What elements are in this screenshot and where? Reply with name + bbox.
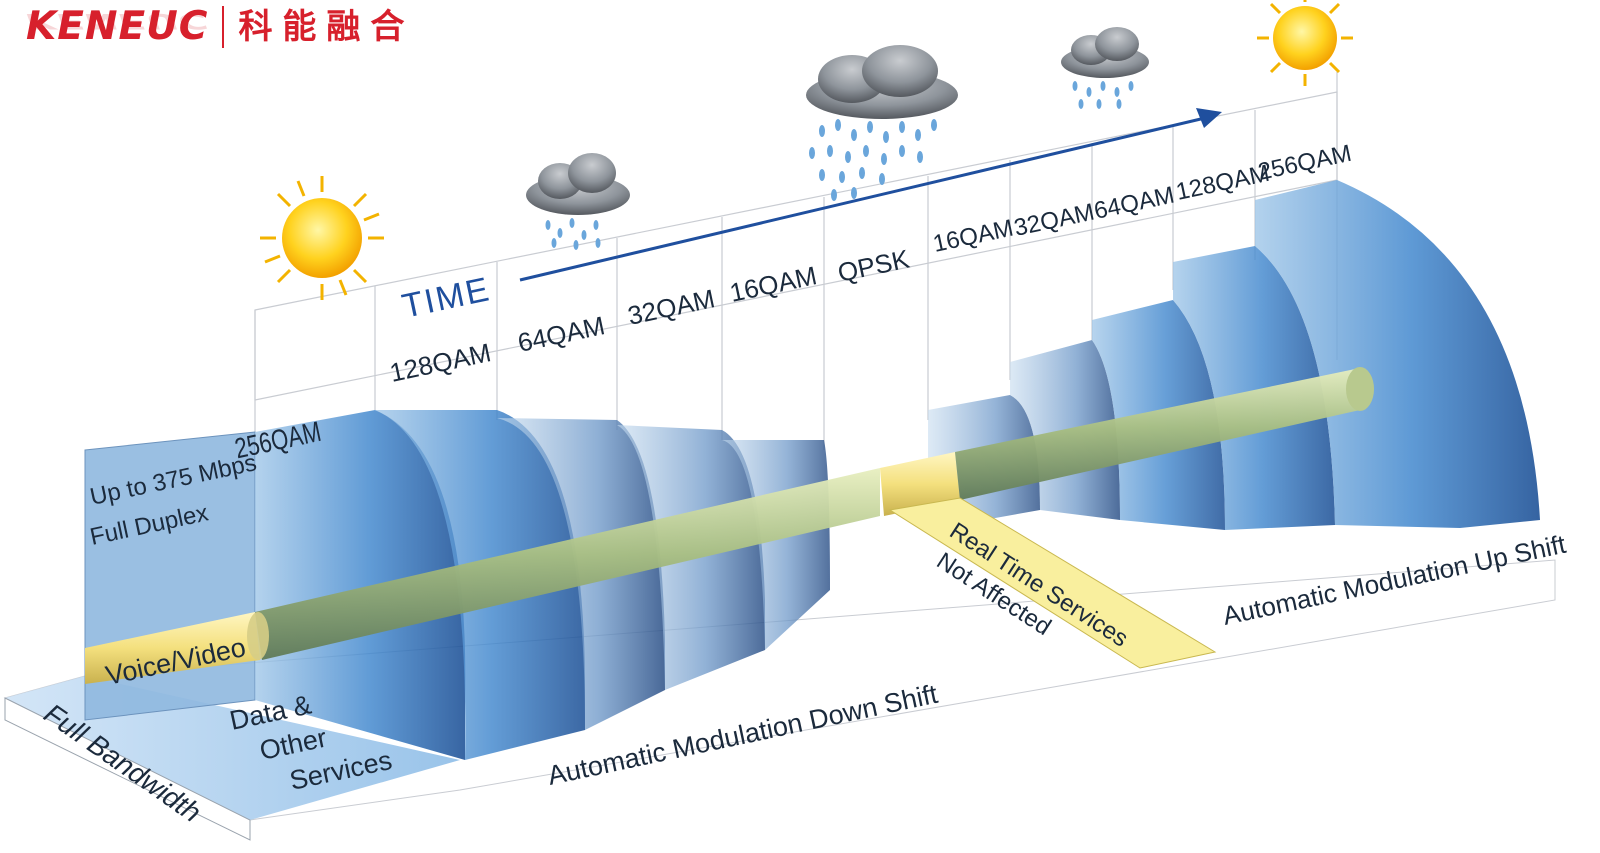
logo-latin-text: KENEUC <box>26 6 208 48</box>
voice-video-pipe <box>85 367 1374 684</box>
pipe-end-cap <box>1346 367 1374 411</box>
pipe-main-left <box>255 468 880 660</box>
sun-icon <box>260 176 384 300</box>
logo-divider <box>222 6 225 48</box>
band-256qam-right <box>1255 180 1540 528</box>
sun-icon <box>1257 0 1353 86</box>
band-256qam-left <box>255 410 466 760</box>
pipe-yellow-center <box>880 452 960 516</box>
bandwidth-bands <box>255 180 1540 760</box>
logo-chinese-text: 科能融合 <box>238 7 415 47</box>
light-rain-cloud-icon <box>526 153 630 250</box>
band-128qam-right <box>1173 246 1335 530</box>
pipe-main-right <box>955 368 1370 500</box>
arrow-head-icon <box>1196 108 1222 128</box>
heavy-rain-cloud-icon <box>806 45 958 201</box>
pipe-voice-segment <box>85 612 260 684</box>
realtime-callout <box>888 497 1217 669</box>
pipe-start-cap <box>247 612 269 660</box>
light-rain-cloud-icon <box>1061 27 1149 109</box>
brand-logo: KENEUC 科能融合 <box>26 6 414 66</box>
